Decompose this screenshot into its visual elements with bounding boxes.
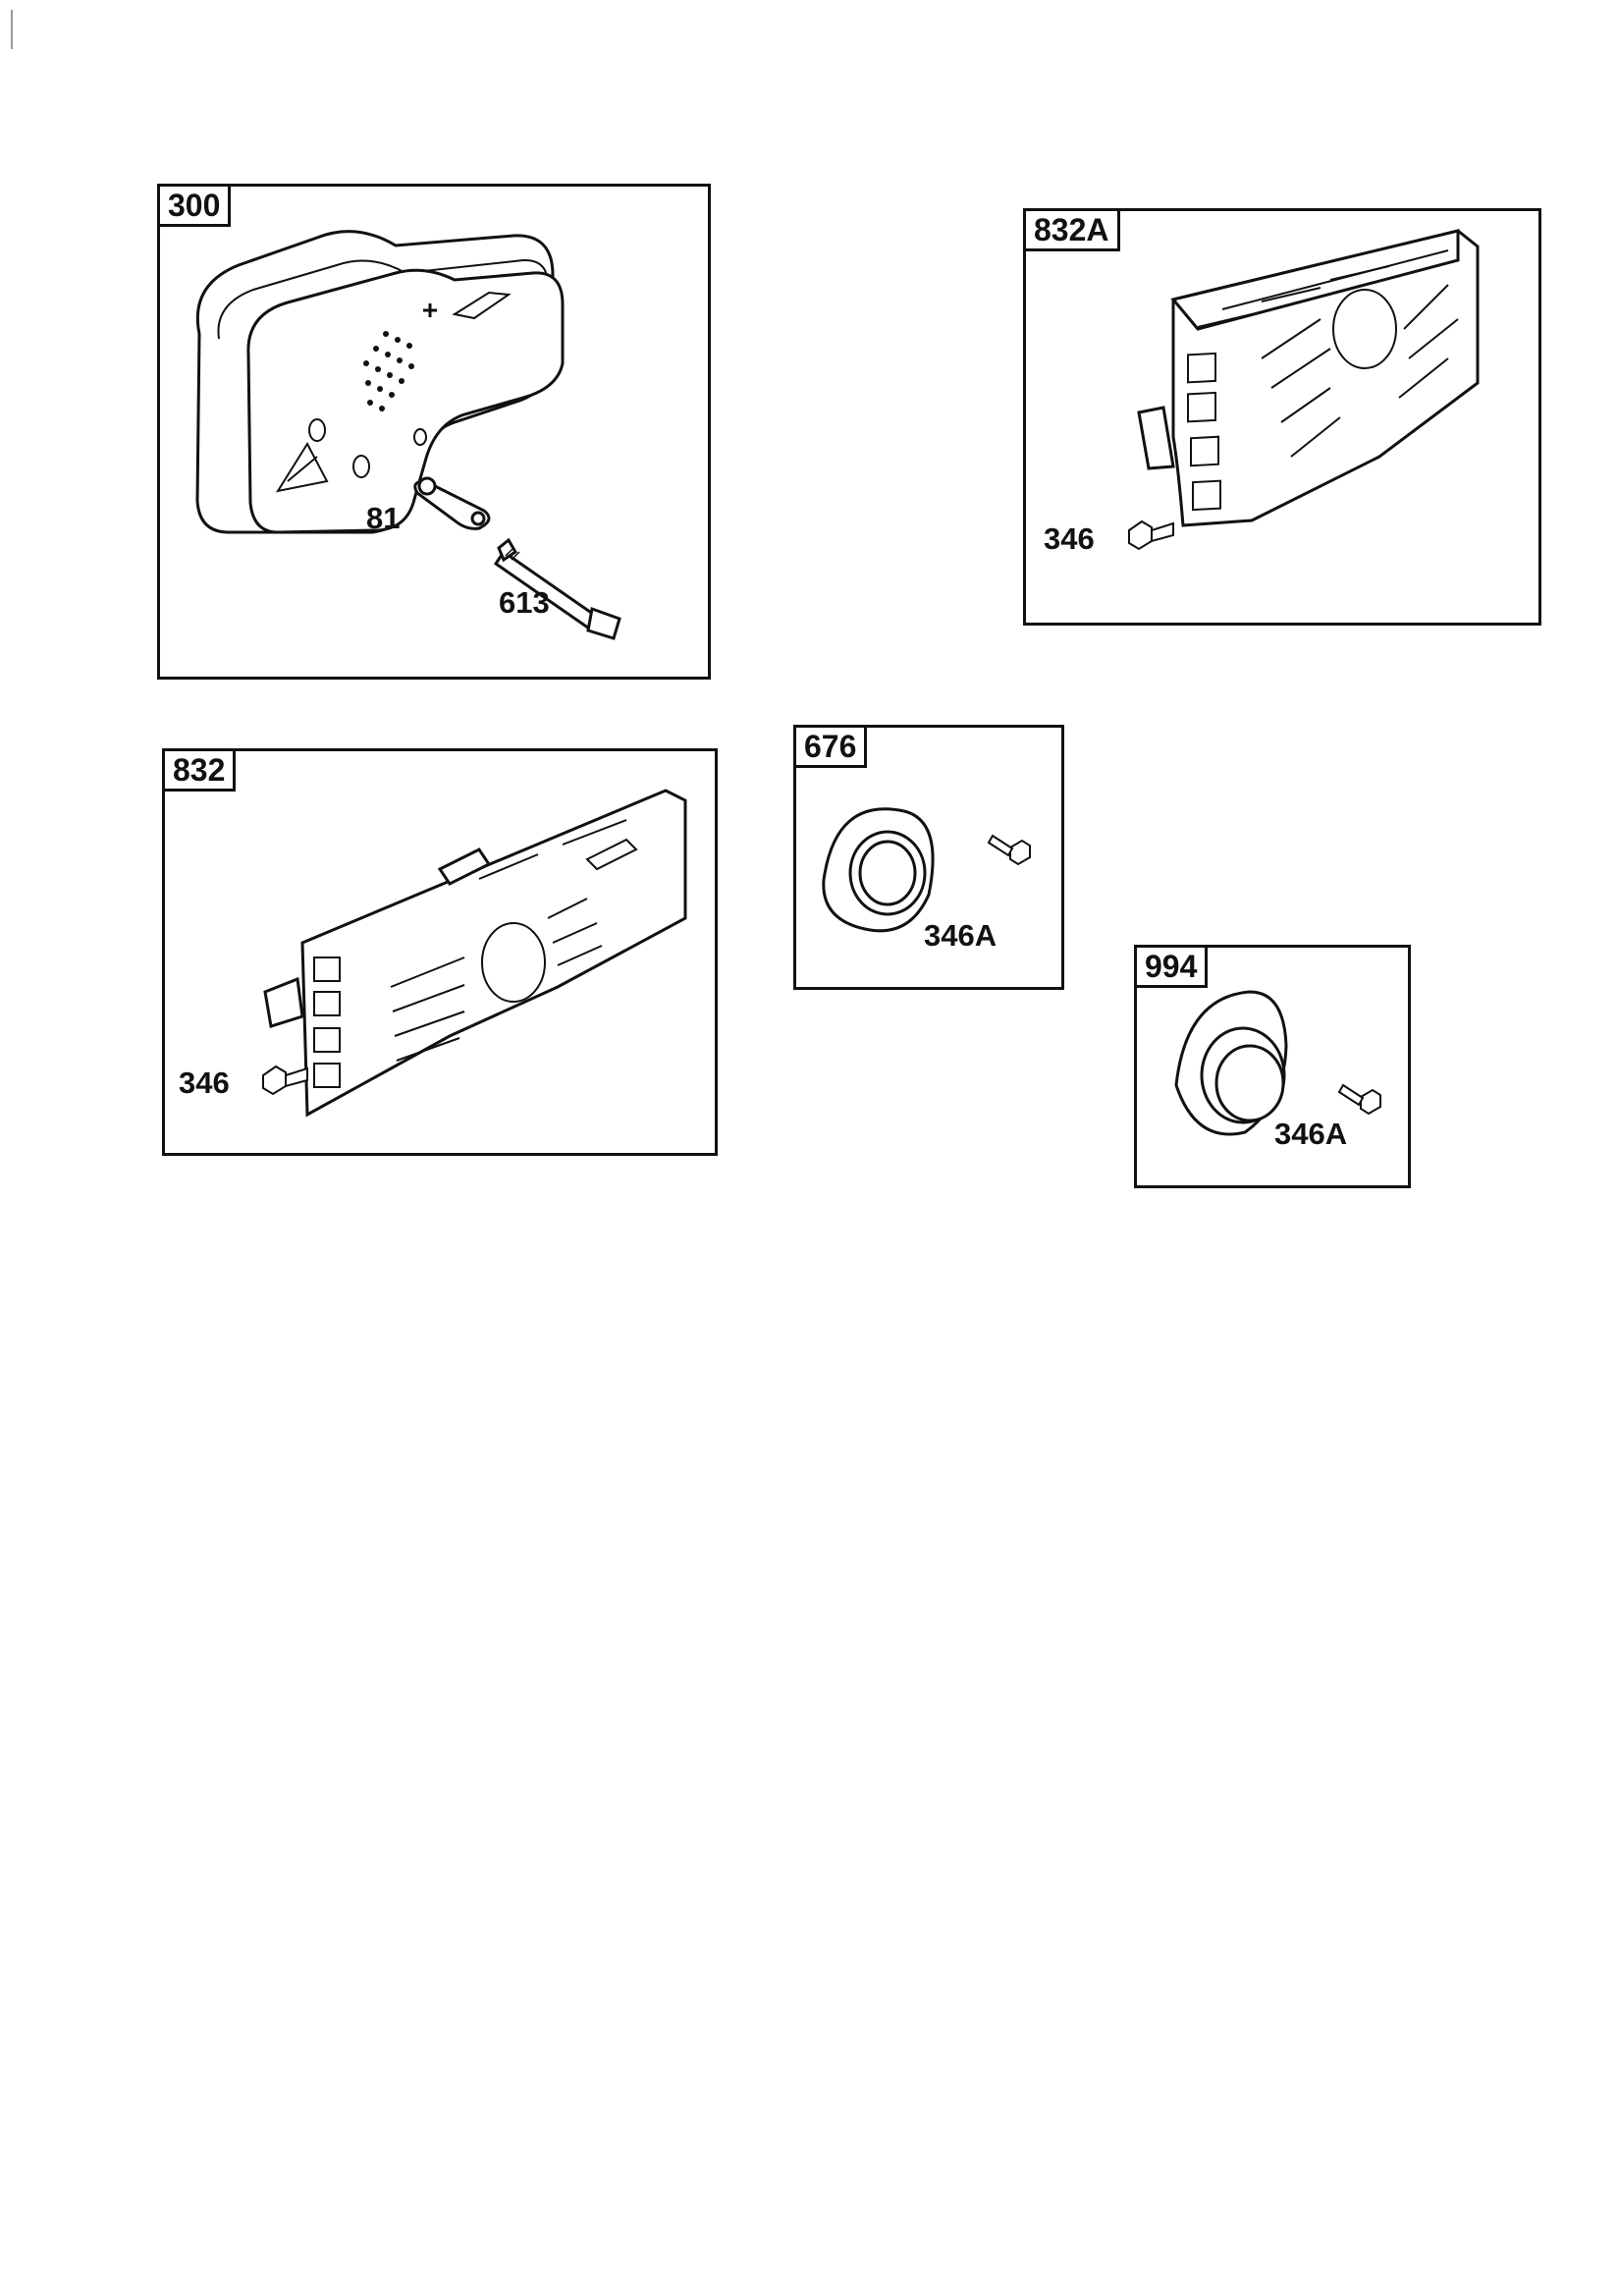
panel-300: 300	[157, 184, 711, 680]
muffler-drawing	[160, 187, 714, 683]
panel-label: 994	[1137, 948, 1209, 989]
callout-346: 346	[179, 1066, 230, 1100]
panel-label: 832A	[1026, 211, 1120, 252]
panel-label: 300	[160, 187, 232, 228]
callout-346A: 346A	[924, 918, 998, 953]
panel-label: 832	[165, 751, 237, 793]
panel-832: 832 346	[162, 748, 718, 1156]
callout-346: 346	[1044, 521, 1095, 556]
panel-label: 676	[796, 728, 868, 769]
muffler-guard-832-drawing	[165, 751, 721, 1159]
panel-676: 676 346A	[793, 725, 1064, 990]
panel-994: 994 346A	[1134, 945, 1411, 1188]
panel-832A: 832A 346	[1023, 208, 1541, 626]
spark-arrestor-994-drawing	[1137, 948, 1414, 1191]
deflector-676-drawing	[796, 728, 1067, 993]
scan-edge-mark	[11, 10, 13, 49]
callout-613: 613	[499, 585, 550, 620]
callout-346A: 346A	[1274, 1117, 1348, 1151]
callout-81: 81	[366, 501, 401, 535]
muffler-guard-832A-drawing	[1026, 211, 1544, 629]
